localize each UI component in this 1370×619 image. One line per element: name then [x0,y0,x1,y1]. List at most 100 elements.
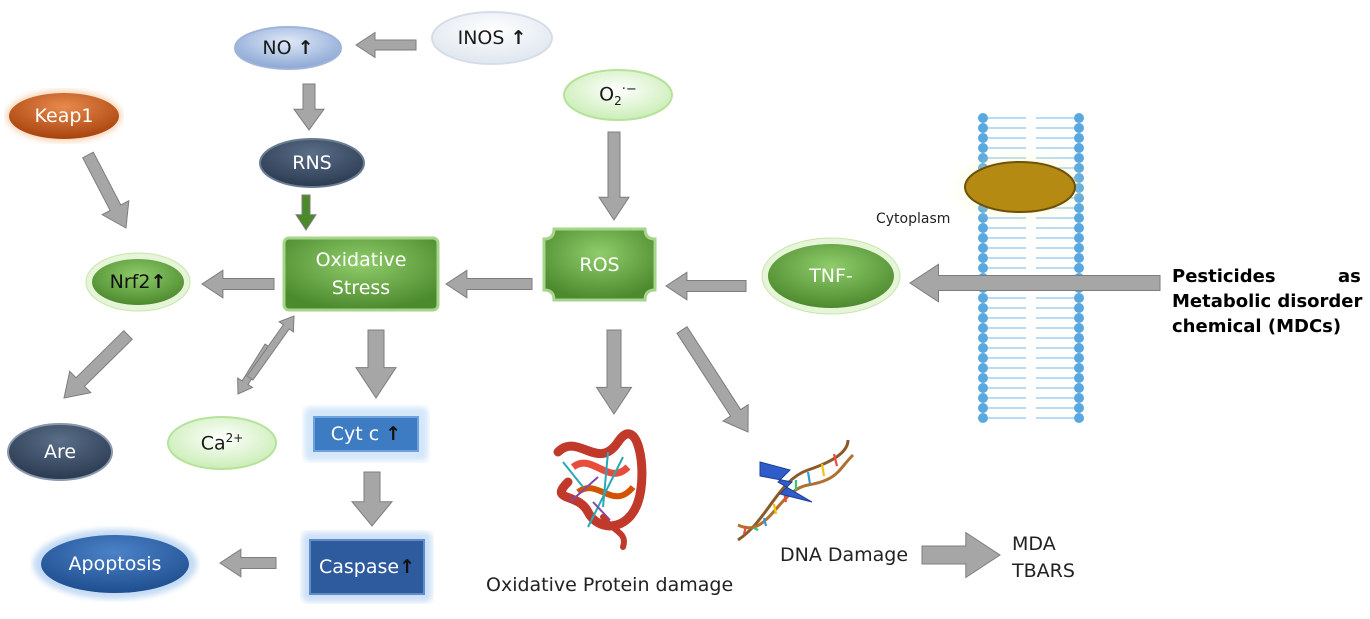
pesticides-line3: chemical (MDCs) [1172,316,1342,337]
lipid-head [978,373,988,383]
lipid-head [1074,383,1084,393]
lipid-head [978,123,988,133]
lipid-head [978,383,988,393]
lipid-head [1074,363,1084,373]
arrow-inos-to-no [355,31,417,59]
lipid-head [1074,323,1084,333]
arrow-nrf2-to-are [63,329,133,399]
lipid-head [978,233,988,243]
arrow-o2-to-ros [598,131,630,221]
arrow-no-to-rns [293,83,325,131]
nrf2-node[interactable]: Nrf2↑ [84,250,192,314]
lipid-head [1074,153,1084,163]
lipid-head [978,323,988,333]
lipid-head [1074,393,1084,403]
caspase-node[interactable]: Caspase↑ [300,530,434,604]
arrow-stress-to-nrf2 [201,269,275,299]
apoptosis-node[interactable]: Apoptosis [30,526,200,602]
lipid-head [1074,313,1084,323]
arrow-keap1-to-nrf2 [82,151,130,229]
are-node[interactable]: Are [6,422,114,482]
keap1-node-shape [6,90,122,142]
lipid-head [978,403,988,413]
inos-node[interactable]: INOS ↑ [430,10,554,66]
keap1-node[interactable]: Keap1 [4,88,124,144]
pesticides-line1a: Pesticides [1172,266,1276,287]
lipid-head [978,133,988,143]
arrow-ca-to-stress [246,315,295,381]
lipid-head [1074,333,1084,343]
tnf-node-shape [761,237,901,315]
arrow-caspase-to-apoptosis [219,548,277,578]
are-node-shape [7,423,113,481]
lipid-head [1074,263,1084,273]
lipid-head [1074,233,1084,243]
protein-structure-icon [553,429,647,550]
lipid-head [978,223,988,233]
arrow-tnf-to-ros [665,271,747,301]
lipid-head [978,333,988,343]
arrows [63,31,1161,579]
lightning-bolt-icon [759,461,813,503]
protein-damage-label: Oxidative Protein damage [486,574,734,596]
membrane-protein-icon [950,153,1090,221]
oxidative-stress-node[interactable]: Oxidative Stress [282,236,440,312]
cytoplasm-label: Cytoplasm [876,211,951,227]
pesticides-line1b: as [1338,266,1361,287]
dna-helix-icon [737,439,855,542]
lipid-head [1074,143,1084,153]
ca-node[interactable]: Ca2+ [166,415,278,471]
o2-node[interactable]: O2·− [562,68,674,122]
lipid-head [978,113,988,123]
lipid-head [978,263,988,273]
lipid-head [1074,403,1084,413]
lipid-head [1074,253,1084,263]
cytc-node[interactable]: Cyt c ↑ [302,405,430,463]
arrow-stress-to-cytc [355,329,397,399]
lipid-head [978,143,988,153]
arrow-ros-to-stress [445,269,533,299]
o2-node-shape [563,69,673,121]
mda-label: MDA [1012,533,1056,555]
oxidative-stress-shape [282,236,440,312]
arrow-dna-to-mda [921,531,1001,579]
tnf-node[interactable]: TNF- [760,236,902,316]
ros-node-shape [542,227,657,302]
lipid-head [1074,303,1084,313]
lipid-head [1074,113,1084,123]
apoptosis-node-shape [33,529,197,599]
lipid-head [1074,353,1084,363]
no-node-shape [234,26,342,70]
lipid-head [978,353,988,363]
lipid-head [1074,133,1084,143]
lipid-head [1074,213,1084,223]
lipid-head [978,413,988,423]
cytc-node-shape [304,407,428,461]
lipid-head [978,253,988,263]
lipid-head [1074,413,1084,423]
lipid-head [978,343,988,353]
caspase-node-shape [302,532,432,602]
rns-node-shape [259,138,365,188]
lipid-head [978,393,988,403]
lipid-head [1074,373,1084,383]
nrf2-node-shape [85,252,191,312]
arrow-cytc-to-caspase [350,471,394,527]
lipid-head [1074,293,1084,303]
ros-node[interactable]: ROS [542,227,657,302]
lipid-head [978,293,988,303]
lipid-head [978,243,988,253]
lipid-head [1074,123,1084,133]
lipid-head [978,303,988,313]
rns-node[interactable]: RNS [258,137,366,189]
ca-node-shape [167,416,277,470]
inos-node-shape [431,11,553,65]
lipid-head [978,313,988,323]
lipid-head [1074,223,1084,233]
tbars-label: TBARS [1012,560,1075,582]
arrow-ros-to-protein [595,329,633,415]
arrow-ros-to-dna [676,326,749,433]
no-node[interactable]: NO ↑ [233,25,343,71]
